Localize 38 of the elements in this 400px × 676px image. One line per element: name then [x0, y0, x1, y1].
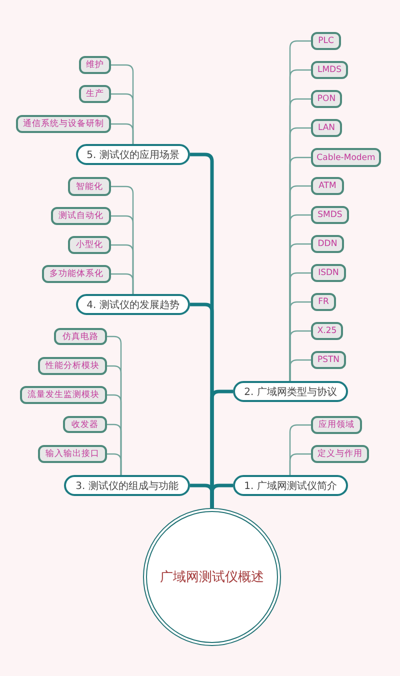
- subtopic-box: ATM: [311, 177, 344, 195]
- subtopic-box: 通信系统与设备研制: [16, 115, 111, 133]
- subtopic-box: 性能分析模块: [38, 357, 107, 375]
- subtopic-box: 收发器: [63, 416, 107, 433]
- subtopic-box: 定义与作用: [311, 445, 369, 463]
- subtopic-box: 小型化: [68, 236, 111, 254]
- main-branch-line: [210, 484, 233, 508]
- subtopic-box: 测试自动化: [51, 207, 111, 225]
- subtopic-box: FR: [311, 293, 336, 311]
- topic-box: 3. 测试仪的组成与功能: [64, 475, 190, 496]
- branch-line: [289, 359, 311, 381]
- topic-box: 5. 测试仪的应用场景: [76, 144, 190, 165]
- subtopic-box: 应用领域: [311, 416, 362, 434]
- subtopic-box: LMDS: [311, 61, 348, 79]
- subtopic-box: DDN: [311, 235, 344, 253]
- subtopic-box: 智能化: [68, 177, 111, 196]
- branch-line: [107, 453, 122, 475]
- subtopic-box: ISDN: [311, 264, 346, 282]
- subtopic-box: 输入输出接口: [38, 445, 107, 463]
- subtopic-box: Cable-Modem: [311, 148, 381, 167]
- central-topic-circle: 广域网测试仪概述: [143, 508, 281, 646]
- branch-line: [111, 273, 134, 294]
- branch-line: [289, 453, 311, 475]
- subtopic-box: 流量发生监测模块: [20, 386, 107, 404]
- subtopic-box: SMDS: [311, 206, 349, 224]
- subtopic-box: 仿真电路: [54, 328, 107, 345]
- subtopic-box: 维护: [79, 56, 111, 74]
- subtopic-box: PON: [311, 90, 342, 108]
- topic-box: 2. 广域网类型与协议: [233, 381, 348, 402]
- subtopic-box: LAN: [311, 119, 342, 137]
- subtopic-box: PSTN: [311, 351, 346, 369]
- subtopic-box: 生产: [79, 85, 111, 103]
- topic-box: 1. 广域网测试仪简介: [233, 475, 348, 496]
- subtopic-box: PLC: [311, 32, 341, 50]
- subtopic-box: 多功能体系化: [42, 265, 111, 283]
- branch-line: [111, 123, 134, 144]
- subtopic-box: X.25: [311, 322, 343, 340]
- topic-box: 4. 测试仪的发展趋势: [76, 294, 190, 315]
